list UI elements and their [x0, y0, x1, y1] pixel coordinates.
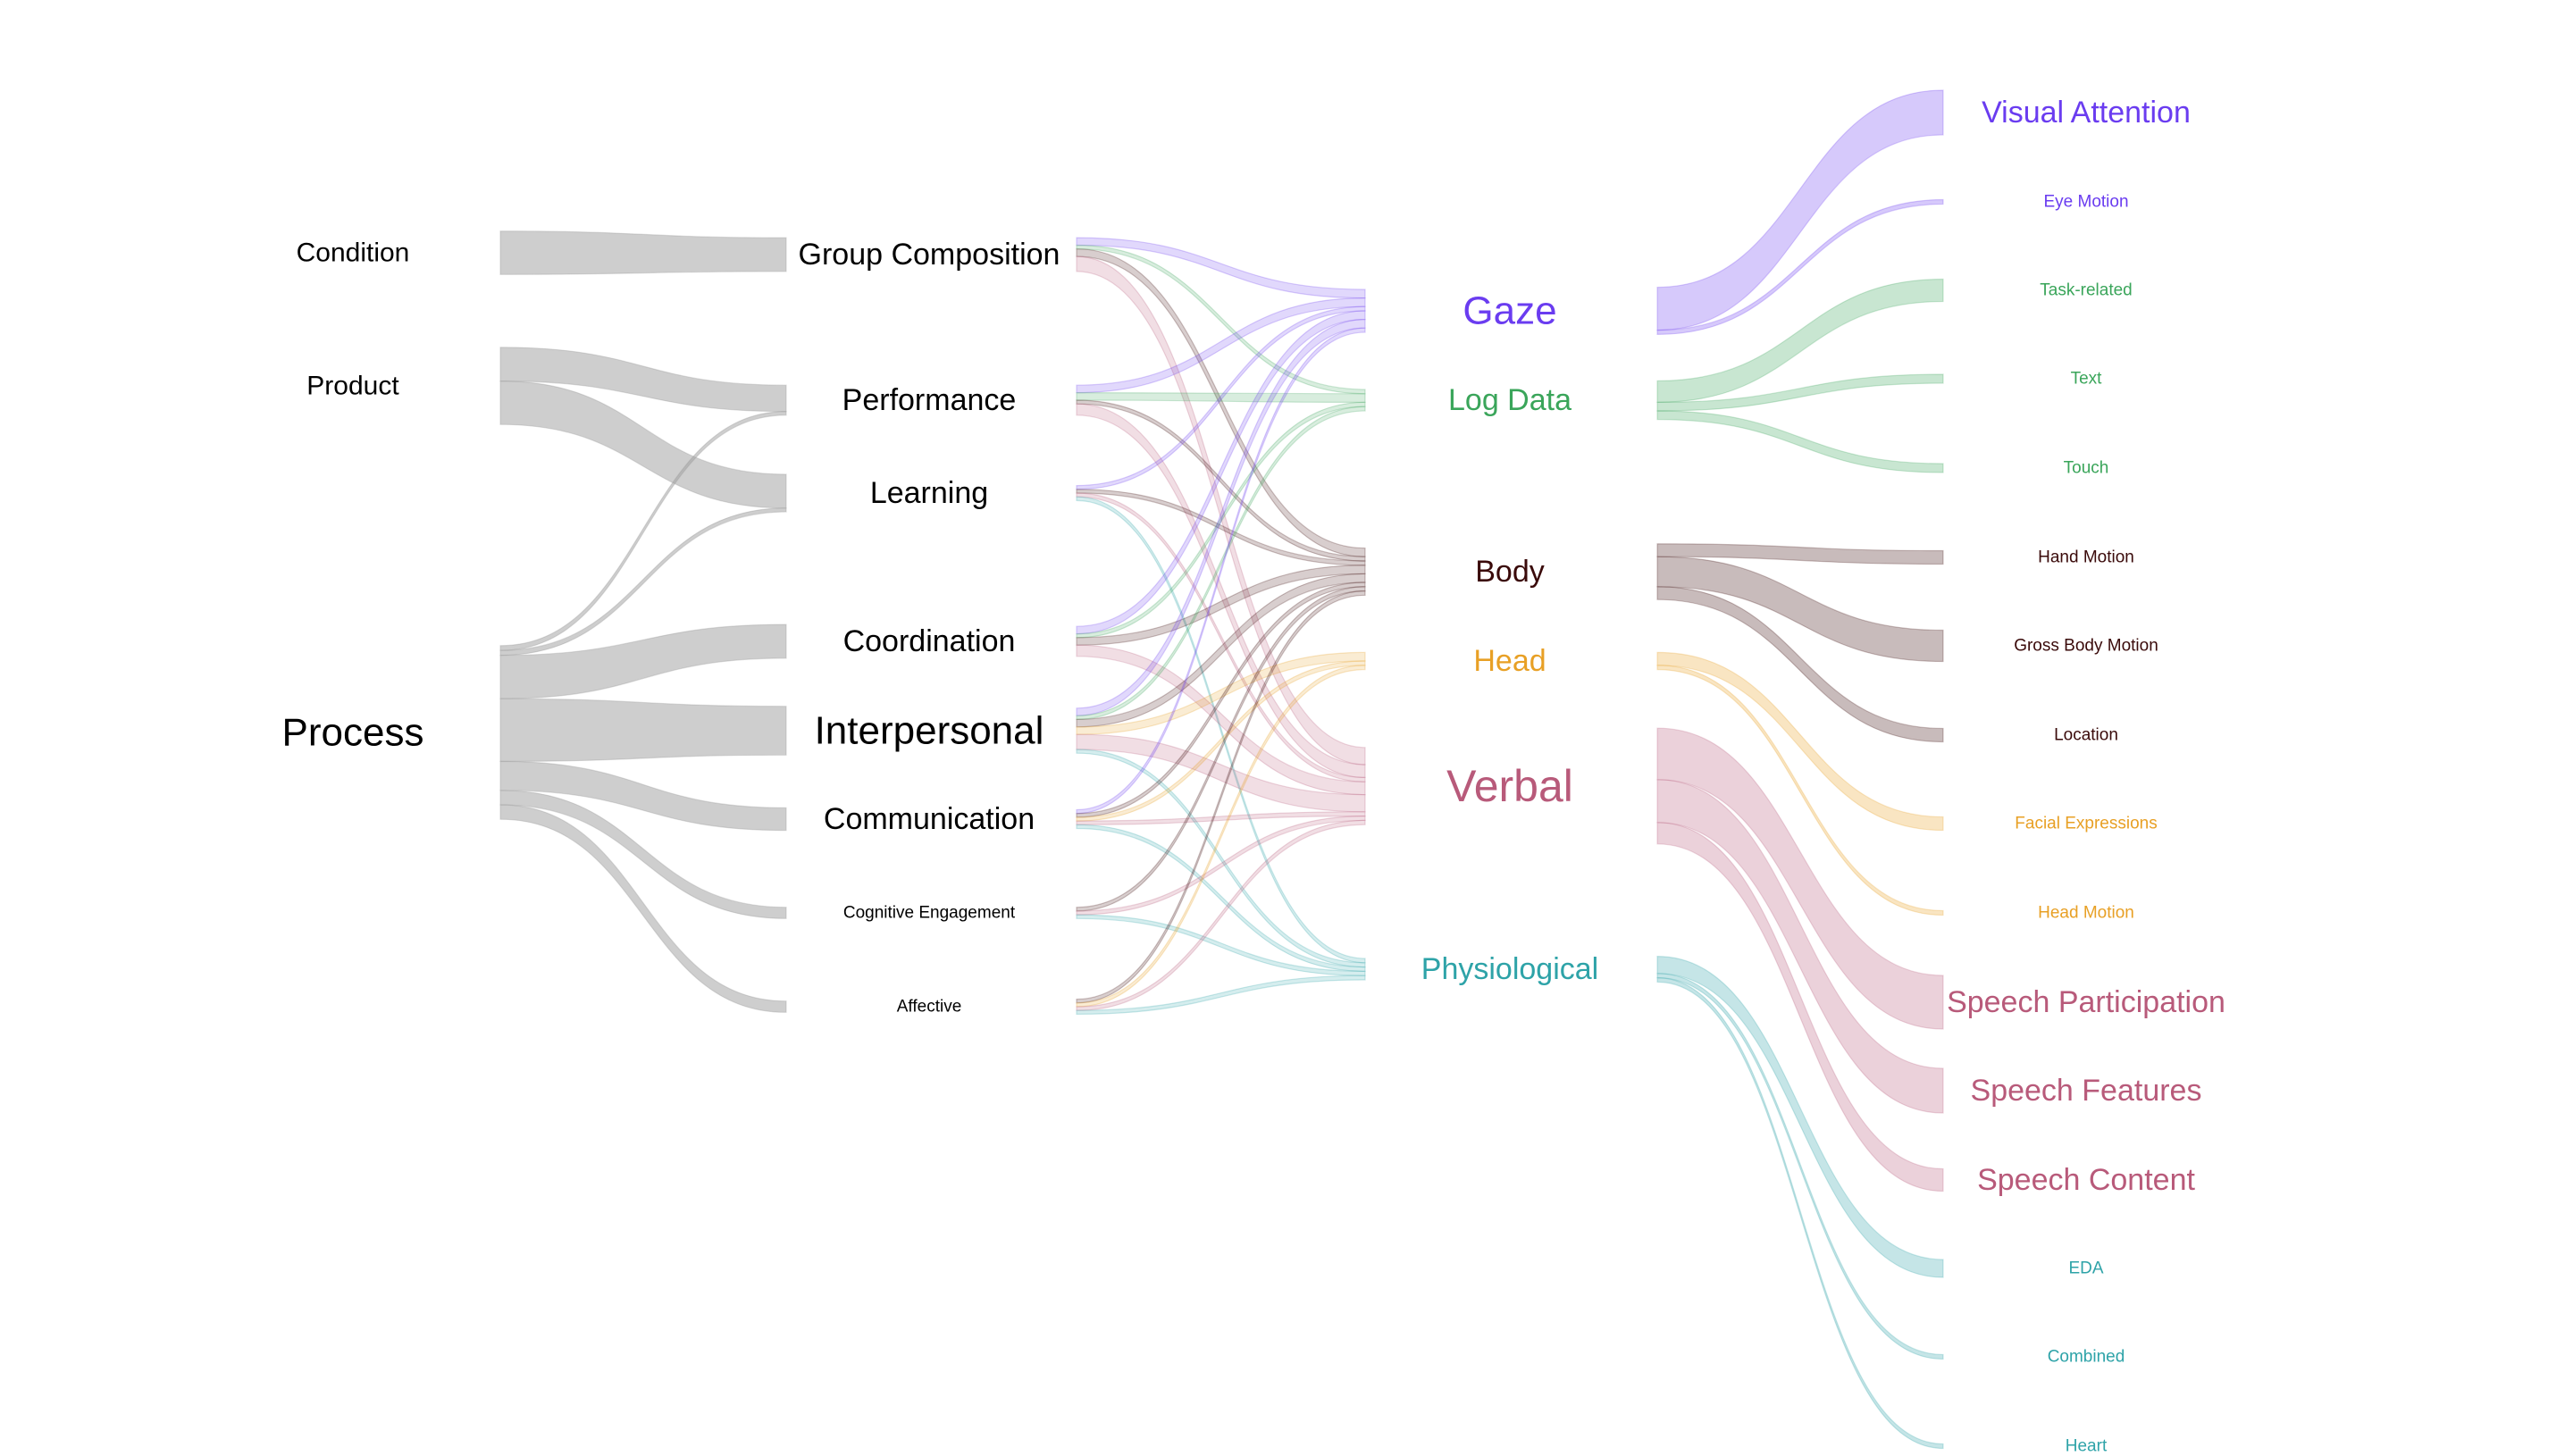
node-label-speech-features: Speech Features [1971, 1074, 2202, 1108]
node-label-heart: Heart [2066, 1437, 2108, 1456]
link-performance-to-verbal [1076, 403, 1366, 779]
link-head-to-head-motion [1656, 665, 1944, 916]
link-affective-to-physiological [1076, 975, 1366, 1016]
link-group-composition-to-log-data [1076, 244, 1366, 395]
node-label-gross-body-motion: Gross Body Motion [2014, 637, 2158, 656]
link-body-to-location [1656, 586, 1944, 743]
node-label-text: Text [2071, 370, 2103, 389]
node-label-speech-content: Speech Content [1977, 1163, 2195, 1197]
node-label-product: Product [306, 372, 399, 401]
node-label-performance: Performance [842, 383, 1017, 417]
node-label-hand-motion: Hand Motion [2038, 548, 2134, 567]
link-log-data-to-text [1656, 373, 1944, 412]
link-verbal-to-speech-features [1656, 779, 1944, 1114]
node-label-interpersonal: Interpersonal [815, 709, 1044, 753]
node-label-location: Location [2054, 726, 2118, 745]
node-label-cognitive-engagement: Cognitive Engagement [843, 904, 1016, 923]
link-process-to-learning [499, 507, 787, 657]
node-label-communication: Communication [824, 802, 1035, 836]
link-process-to-communication [499, 760, 787, 832]
link-interpersonal-to-physiological [1076, 749, 1366, 968]
node-label-gaze: Gaze [1463, 289, 1556, 333]
node-label-log-data: Log Data [1448, 383, 1571, 417]
link-communication-to-body [1076, 582, 1366, 818]
node-label-head: Head [1473, 644, 1546, 678]
link-coordination-to-gaze [1076, 310, 1366, 635]
link-coordination-to-body [1076, 565, 1366, 646]
link-verbal-to-speech-content [1656, 822, 1944, 1192]
node-label-facial-expressions: Facial Expressions [2015, 815, 2157, 833]
link-performance-to-log-data [1076, 391, 1366, 404]
link-group-composition-to-verbal [1076, 255, 1366, 766]
link-process-to-cognitive-engagement [499, 790, 787, 919]
node-label-body: Body [1475, 555, 1545, 589]
link-gaze-to-visual-attention [1656, 89, 1944, 331]
link-interpersonal-to-verbal [1076, 733, 1366, 813]
link-learning-to-body [1076, 489, 1366, 566]
node-label-verbal: Verbal [1446, 761, 1573, 811]
link-communication-to-physiological [1076, 824, 1366, 973]
node-label-combined: Combined [2048, 1348, 2125, 1367]
link-group-composition-to-body [1076, 248, 1366, 557]
link-learning-to-physiological [1076, 496, 1366, 964]
link-log-data-to-touch [1656, 410, 1944, 473]
node-label-speech-participation: Speech Participation [1947, 985, 2225, 1019]
node-label-group-composition: Group Composition [799, 238, 1060, 272]
link-learning-to-gaze [1076, 305, 1366, 490]
link-group-composition-to-gaze [1076, 237, 1366, 299]
link-interpersonal-to-body [1076, 573, 1366, 728]
link-learning-to-verbal [1076, 492, 1366, 782]
link-cognitive-engagement-to-physiological [1076, 914, 1366, 976]
node-label-process: Process [282, 711, 424, 755]
node-label-touch: Touch [2064, 459, 2109, 478]
link-cognitive-engagement-to-body [1076, 586, 1366, 912]
link-process-to-coordination [499, 623, 787, 699]
link-interpersonal-to-log-data [1076, 406, 1366, 721]
link-physiological-to-eda [1656, 955, 1944, 1278]
node-label-task-related: Task-related [2040, 281, 2133, 300]
link-communication-to-gaze [1076, 327, 1366, 815]
node-label-head-motion: Head Motion [2038, 904, 2134, 923]
link-physiological-to-combined [1656, 973, 1944, 1360]
link-condition-to-group-composition [499, 230, 787, 275]
link-coordination-to-verbal [1076, 644, 1366, 796]
link-affective-to-verbal [1076, 819, 1366, 1011]
link-gaze-to-eye-motion [1656, 198, 1944, 336]
link-body-to-gross-body-motion [1656, 556, 1944, 663]
link-log-data-to-task-related [1656, 278, 1944, 404]
links-layer [499, 89, 1944, 1450]
link-interpersonal-to-head [1076, 651, 1366, 735]
link-performance-to-gaze [1076, 297, 1366, 394]
node-label-physiological: Physiological [1421, 952, 1598, 986]
link-product-to-performance [499, 347, 787, 413]
link-process-to-affective [499, 804, 787, 1013]
link-communication-to-verbal [1076, 811, 1366, 825]
node-label-visual-attention: Visual Attention [1982, 96, 2191, 130]
link-process-to-performance [499, 410, 787, 651]
link-body-to-hand-motion [1656, 543, 1944, 565]
link-physiological-to-heart [1656, 976, 1944, 1450]
link-affective-to-head [1076, 665, 1366, 1008]
node-label-coordination: Coordination [843, 624, 1016, 658]
link-process-to-interpersonal [499, 698, 787, 763]
link-verbal-to-speech-participation [1656, 727, 1944, 1030]
node-label-condition: Condition [297, 238, 410, 268]
node-label-affective: Affective [897, 998, 962, 1017]
node-label-eye-motion: Eye Motion [2043, 193, 2128, 212]
link-communication-to-head [1076, 660, 1366, 822]
node-label-eda: EDA [2068, 1259, 2103, 1278]
link-coordination-to-log-data [1076, 401, 1366, 639]
link-interpersonal-to-gaze [1076, 318, 1366, 716]
link-performance-to-body [1076, 399, 1366, 562]
link-cognitive-engagement-to-verbal [1076, 815, 1366, 916]
node-label-learning: Learning [870, 476, 988, 510]
link-affective-to-body [1076, 590, 1366, 1004]
link-head-to-facial-expressions [1656, 651, 1944, 832]
